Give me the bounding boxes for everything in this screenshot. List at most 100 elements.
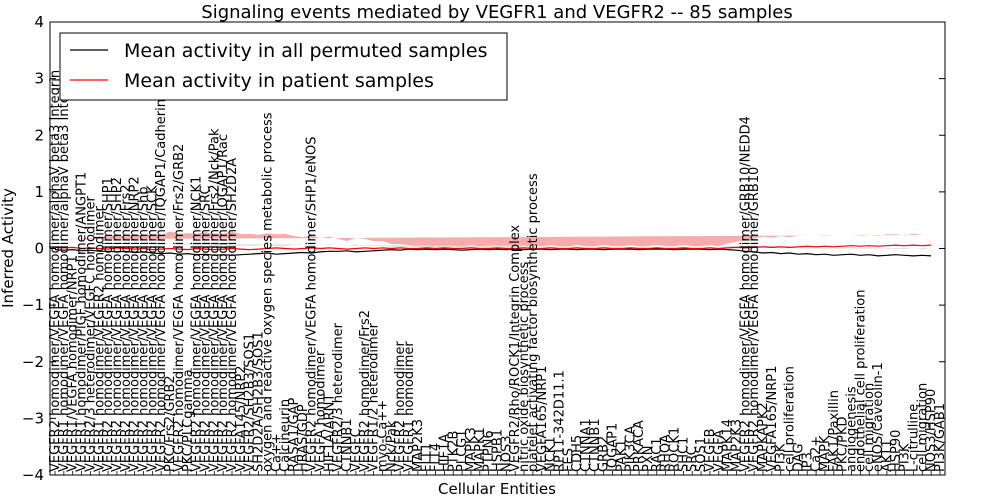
x-tick-label: PTPN6 xyxy=(482,430,497,472)
legend-label-permuted: Mean activity in all permuted samples xyxy=(124,40,487,62)
series-line-permuted xyxy=(54,248,932,257)
x-tick-label: VEGFR1 homodimer/VEGFA homodimer/alphaV … xyxy=(57,70,72,472)
x-tick-label: VEGFR2/SH2B3/SOS1 xyxy=(243,333,258,472)
x-tick-label: PIK3CA xyxy=(623,426,638,473)
x-tick-label: DAG xyxy=(791,443,806,472)
x-tick-label: PTK2B xyxy=(446,431,461,473)
x-tick-label: VEGFR2 homodimer/VEGFA homodimer/SCK xyxy=(145,185,160,472)
x-tick-label: PLCG1 xyxy=(455,429,470,472)
x-tick-label: VEGFR2 homodimer/VEGFA homodimer/GRB10 xyxy=(747,167,762,472)
x-tick-label: FLT1 xyxy=(420,443,435,472)
x-tick-label: VEGFR1/2 heterodimer xyxy=(367,322,382,472)
x-tick-label: VEGFR2 homodimer/VEGFA homodimer/SHP2 xyxy=(110,177,125,472)
series-line-patient xyxy=(54,244,932,251)
y-tick-label: −3 xyxy=(22,409,44,427)
y-tick-label: 4 xyxy=(34,13,44,31)
x-tick-label: VEGFA xyxy=(712,430,727,472)
x-tick-label: MAP2K3 xyxy=(411,419,426,472)
x-tick-label: SHC1 xyxy=(676,437,691,472)
x-tick-label: NOS3/HSP90 xyxy=(924,389,939,472)
chart-title: Signaling events mediated by VEGFR1 and … xyxy=(201,2,792,23)
x-tick-label: VEGFR2/3 heterodimer xyxy=(331,322,346,472)
band-permuted xyxy=(55,242,932,250)
x-tick-label: CTNNB1 xyxy=(588,418,603,472)
bands xyxy=(55,231,932,250)
x-tick-label: Ca2+ xyxy=(809,436,824,472)
x-tick-label: PRKACA xyxy=(632,420,647,472)
x-tick-label: MAPK1 xyxy=(473,427,488,472)
x-tick-label: PI3K/GAB1 xyxy=(933,403,948,472)
x-tick-label: SRC xyxy=(685,446,700,472)
x-tick-label: angiogenesis xyxy=(845,386,860,472)
x-tick-label: oxygen and reactive oxygen species metab… xyxy=(260,112,275,472)
x-tick-label: VEGFR2 homodimer/VEGFA homodimer/Frs2 xyxy=(119,184,134,472)
y-axis-label: Inferred Activity xyxy=(0,188,17,308)
x-tick-label: VEGFR1 homodimer/PlGF homodimer/ANGPT1 xyxy=(75,172,90,472)
legend: Mean activity in all permuted samples Me… xyxy=(59,32,508,101)
series-lines xyxy=(54,244,932,257)
y-tick-label: −2 xyxy=(22,353,44,371)
x-tick-label: VEGFC xyxy=(349,428,364,472)
x-tick-label: RAC1 xyxy=(650,437,665,472)
x-tick-label: PKC/PKD xyxy=(836,416,851,472)
x-tick-labels: VEGFR2 homodimer/VEGFA homodimer/alphaV … xyxy=(48,70,948,475)
y-tick-label: 0 xyxy=(34,240,44,258)
x-tick-label: HIF1A/ARNT xyxy=(322,394,337,472)
x-tick-label: MAPK14 xyxy=(721,419,736,472)
x-tick-label: MAPK3 xyxy=(464,427,479,472)
x-tick-label: VEGFR2 homodimer/VEGFA homodimer/Shb xyxy=(137,187,152,472)
x-tick-label: VEGFR2 homodimer/VEGFA homodimer/SHP1 xyxy=(101,177,116,472)
x-tick-label: eNOS/Caveolin-1 xyxy=(871,362,886,472)
x-tick-label: RASA1/GAP xyxy=(287,398,302,472)
legend-box xyxy=(59,32,508,101)
x-tick-label: VEGFR2 homodimer/VEGFA homodimer/Frs2/GR… xyxy=(172,144,187,472)
x-tick-label: Calcineurin xyxy=(278,399,293,472)
x-tick-label: PXN xyxy=(641,445,656,471)
x-tick-label: VEGFR2/Rho/ROCK1/Integrin Complex xyxy=(508,224,523,472)
x-tick-label: cell migration xyxy=(915,383,930,472)
x-tick-label: platelet activating factor biosynthetic … xyxy=(526,173,541,472)
x-tick-label: VEGFR1 homodimer xyxy=(402,341,417,472)
x-tick-label: VEGFR1 homodimer/VEGFR2 homodimer xyxy=(92,205,107,472)
x-tick-label: VEGFR2 homodimer/VEGFA homodimer/Frs2/Nc… xyxy=(207,128,222,472)
x-tick-label: PI3K xyxy=(898,443,913,472)
x-tick-label: VEGFR2 homodimer/VEGFA homodimer/SRC xyxy=(198,186,213,472)
x-tick-label: endothelial cell proliferation xyxy=(853,290,868,473)
x-tick-label: Ca++ xyxy=(269,433,284,472)
x-tick-label: GRB2 xyxy=(597,436,612,472)
x-tick-label: HIF1A xyxy=(437,434,452,472)
x-tick-label: PKC/Frs2/GRB2 xyxy=(163,375,178,472)
y-tick-label: 3 xyxy=(34,70,44,88)
x-tick-label: MAP2K3 xyxy=(729,419,744,472)
x-tick-label: IP3 xyxy=(800,452,815,472)
x-tick-label: FAK1/Paxillin xyxy=(827,390,842,472)
x-tick-label: CTNNB1 xyxy=(340,418,355,472)
x-tick-label: SOS1 xyxy=(694,437,709,472)
y-tick-label: 1 xyxy=(34,183,44,201)
x-tick-label: PI3K xyxy=(774,443,789,472)
x-tick-label: VEGFA165/NRP1 xyxy=(765,366,780,472)
x-tick-label: VEGFR2 homodimer/VEGFA homodimer/IQGAP1/… xyxy=(154,99,169,472)
band-patient xyxy=(55,231,932,247)
x-tick-label: HSP90 xyxy=(889,430,904,472)
x-tick-label: ROCK1 xyxy=(668,427,683,472)
x-tick-label: VEGFR2 homodimer/VEGFA homodimer/GRB10/N… xyxy=(738,116,753,472)
x-tick-label: MAPK xyxy=(818,435,833,472)
y-tick-label: −1 xyxy=(22,296,44,314)
x-tick-label: FES xyxy=(561,448,576,472)
x-tick-label: VEGFR2 homodimer/Frs2 xyxy=(358,310,373,472)
x-tick-label: AKT1 xyxy=(880,439,895,472)
legend-label-patient: Mean activity in patient samples xyxy=(124,70,434,92)
x-tick-label: VEGFR2 homodimer/VEGFA homodimer/NRP2 xyxy=(128,176,143,472)
x-tick-label: RHOA xyxy=(659,434,674,472)
x-axis-label: Cellular Entities xyxy=(438,480,556,498)
x-tick-label: HSPB1 xyxy=(491,429,506,472)
x-tick-label: VEGFR2 homodimer/VEGFA homodimer/alphaV … xyxy=(48,70,63,472)
x-tick-label: SH2D2A/SH2B3/SOS1 xyxy=(252,331,267,472)
x-tick-label: VEGFR2 homodimer/VEGFA homodimer/SH2D2A xyxy=(225,158,240,472)
x-tick-label: VEGFR2 homodimer xyxy=(393,341,408,472)
x-tick-label: NOS3 xyxy=(499,435,514,471)
y-tick-label: 2 xyxy=(34,126,44,144)
